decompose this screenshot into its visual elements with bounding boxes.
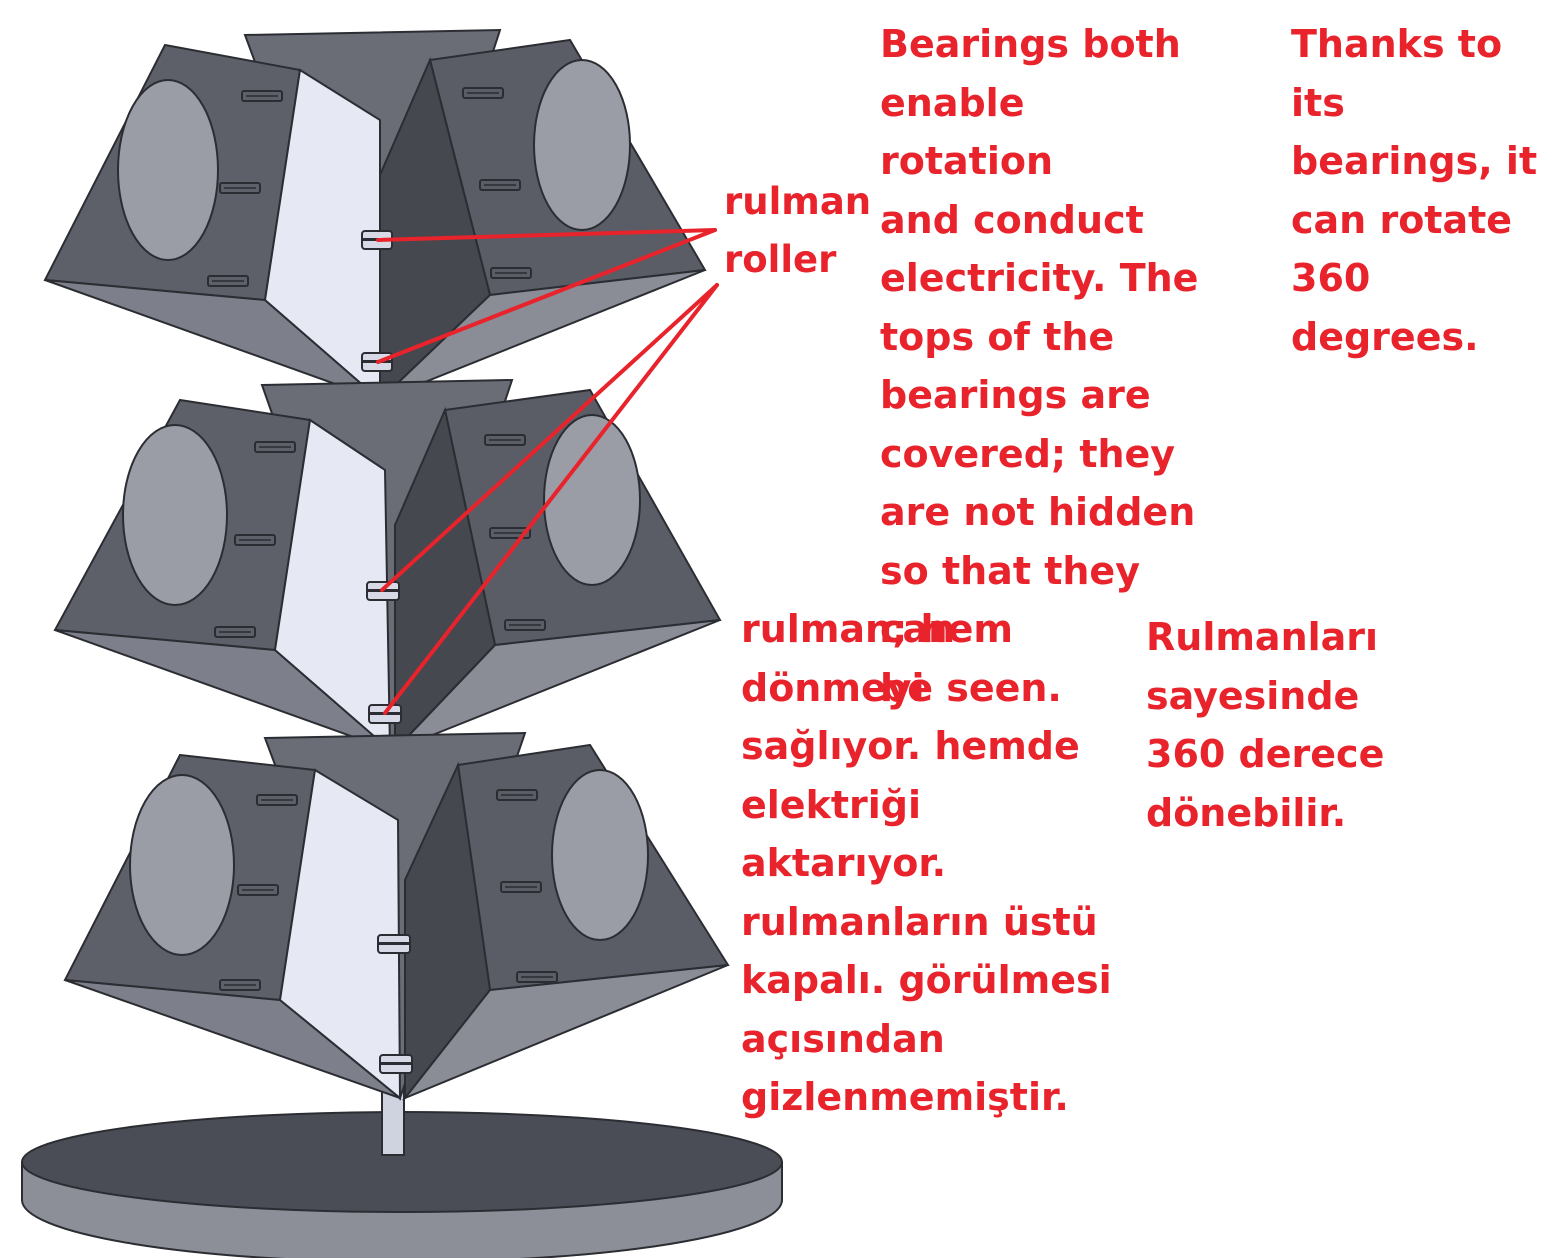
bearing [379, 1054, 413, 1074]
base-disc [21, 1111, 783, 1258]
pointer-lines [376, 228, 719, 715]
turkish-side-note: Rulmanları sayesinde 360 derece dönebili… [1146, 615, 1385, 835]
english-side-note: Thanks to its bearings, it can rotate 36… [1291, 22, 1538, 359]
module-top [43, 28, 707, 404]
module-bottom [63, 731, 730, 1101]
english-main-note: Bearings both enable rotation and conduc… [880, 22, 1199, 710]
pointer-line [383, 283, 719, 715]
pointer-line [380, 283, 719, 592]
turkish-main-note: rulman; hem dönmeyi sağlıyor. hemde elek… [741, 607, 1112, 1119]
label-rulman: rulman [724, 180, 872, 223]
module-middle [53, 378, 722, 754]
pointer-line [376, 228, 717, 242]
label-roller: roller [724, 238, 837, 281]
pointer-line [376, 228, 717, 364]
bearing [377, 934, 411, 954]
